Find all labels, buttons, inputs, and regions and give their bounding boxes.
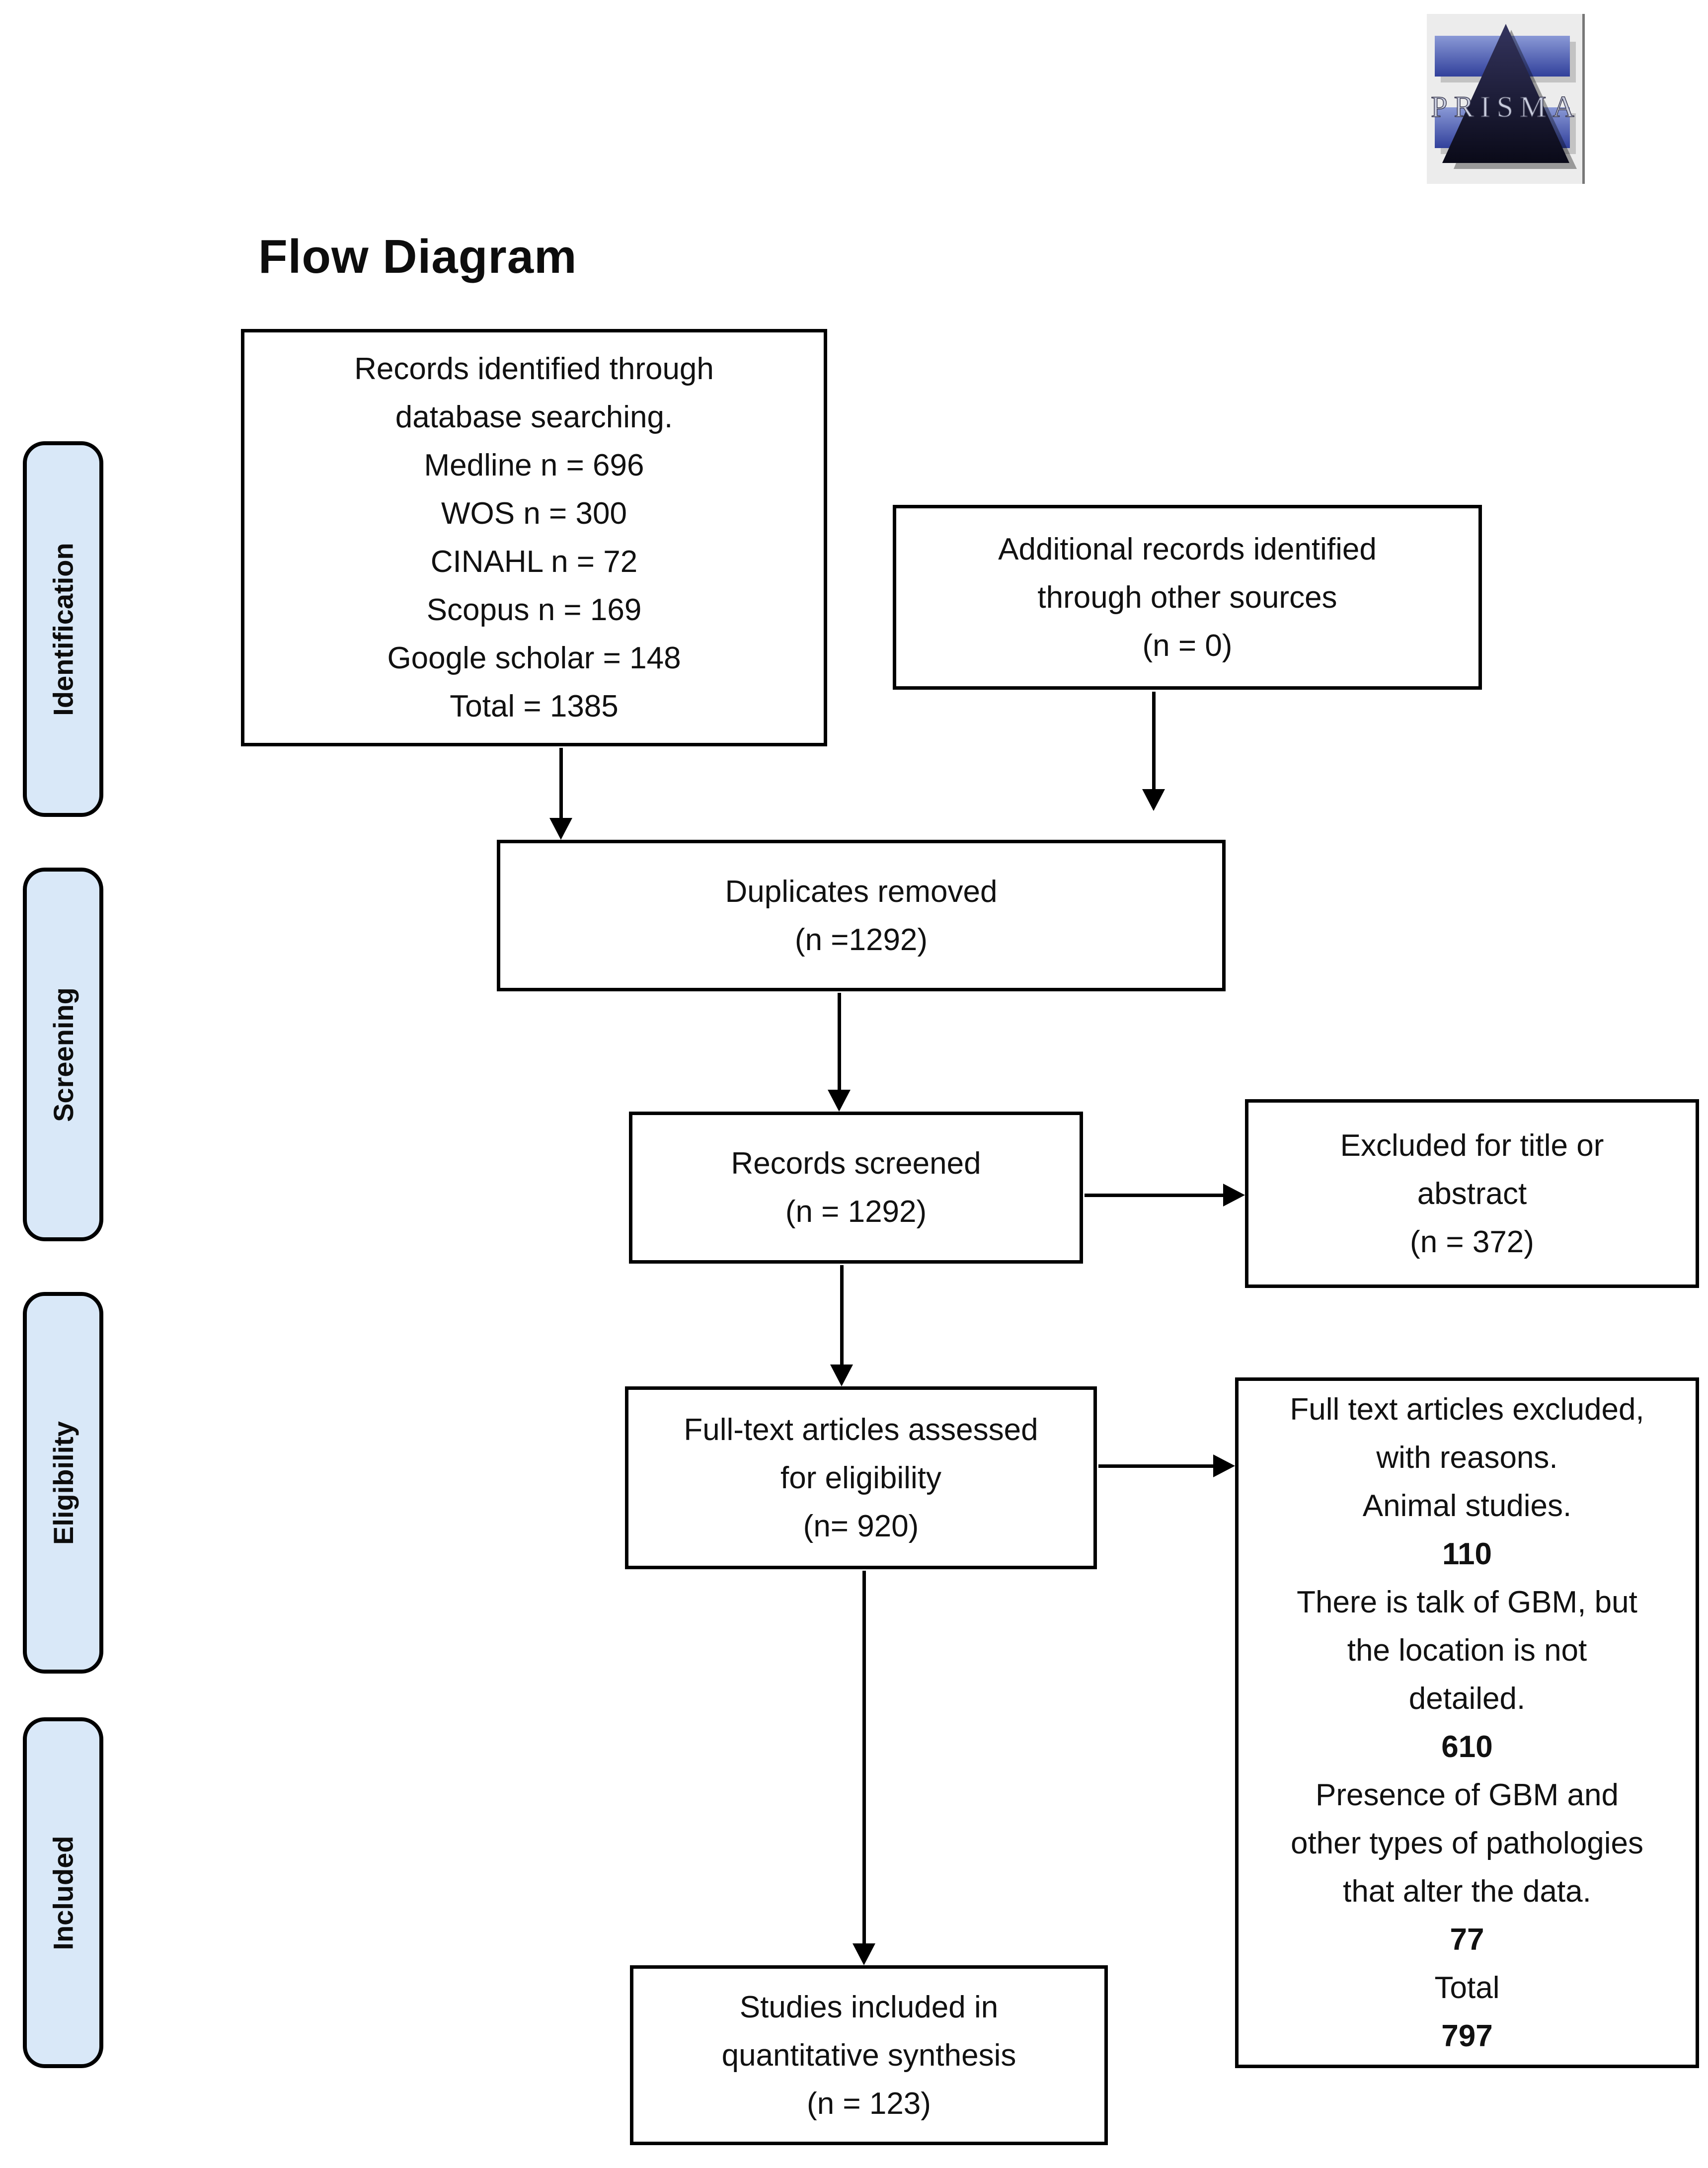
stage-label-identification-text: Identification bbox=[47, 542, 79, 716]
stage-label-eligibility-text: Eligibility bbox=[47, 1421, 79, 1545]
logo-triangle-icon bbox=[1442, 24, 1569, 163]
box-records-screened: Records screened(n = 1292) bbox=[629, 1112, 1083, 1264]
arrow-right-icon bbox=[1223, 1184, 1245, 1206]
arrow-additional-to-duplicates bbox=[1142, 692, 1165, 811]
arrow-shaft bbox=[840, 1265, 844, 1366]
arrow-shaft bbox=[1085, 1194, 1225, 1197]
arrow-down-icon bbox=[853, 1943, 875, 1965]
stage-label-included-text: Included bbox=[47, 1835, 79, 1950]
box-fulltext-excluded: Full text articles excluded,with reasons… bbox=[1235, 1377, 1699, 2068]
arrow-down-icon bbox=[1142, 789, 1165, 811]
stage-label-screening: Screening bbox=[23, 868, 103, 1241]
page-title: Flow Diagram bbox=[258, 230, 577, 283]
arrow-down-icon bbox=[828, 1090, 851, 1112]
stage-label-eligibility: Eligibility bbox=[23, 1292, 103, 1674]
arrow-duplicates-to-screened bbox=[828, 993, 851, 1112]
arrow-records-to-duplicates bbox=[549, 748, 572, 840]
arrow-shaft bbox=[838, 993, 841, 1092]
prisma-logo-text: PRISMA bbox=[1431, 90, 1580, 123]
stage-label-included: Included bbox=[23, 1717, 103, 2068]
stage-label-screening-text: Screening bbox=[47, 987, 79, 1122]
stage-label-identification: Identification bbox=[23, 441, 103, 817]
box-duplicates-removed: Duplicates removed(n =1292) bbox=[497, 840, 1226, 991]
prisma-logo: PRISMA bbox=[1427, 14, 1585, 184]
logo-right-edge bbox=[1582, 14, 1585, 184]
arrow-shaft bbox=[862, 1571, 866, 1945]
arrow-shaft bbox=[1098, 1464, 1215, 1468]
arrow-fulltext-to-included bbox=[853, 1571, 875, 1965]
arrow-shaft bbox=[559, 748, 563, 820]
prisma-logo-image: PRISMA bbox=[1427, 14, 1585, 184]
arrow-shaft bbox=[1152, 692, 1156, 791]
arrow-down-icon bbox=[549, 818, 572, 840]
arrow-right-icon bbox=[1213, 1454, 1235, 1477]
arrow-down-icon bbox=[830, 1365, 853, 1386]
arrow-screened-to-excluded bbox=[1085, 1184, 1245, 1206]
arrow-screened-to-fulltext bbox=[830, 1265, 853, 1386]
arrow-fulltext-to-excluded bbox=[1098, 1454, 1235, 1477]
